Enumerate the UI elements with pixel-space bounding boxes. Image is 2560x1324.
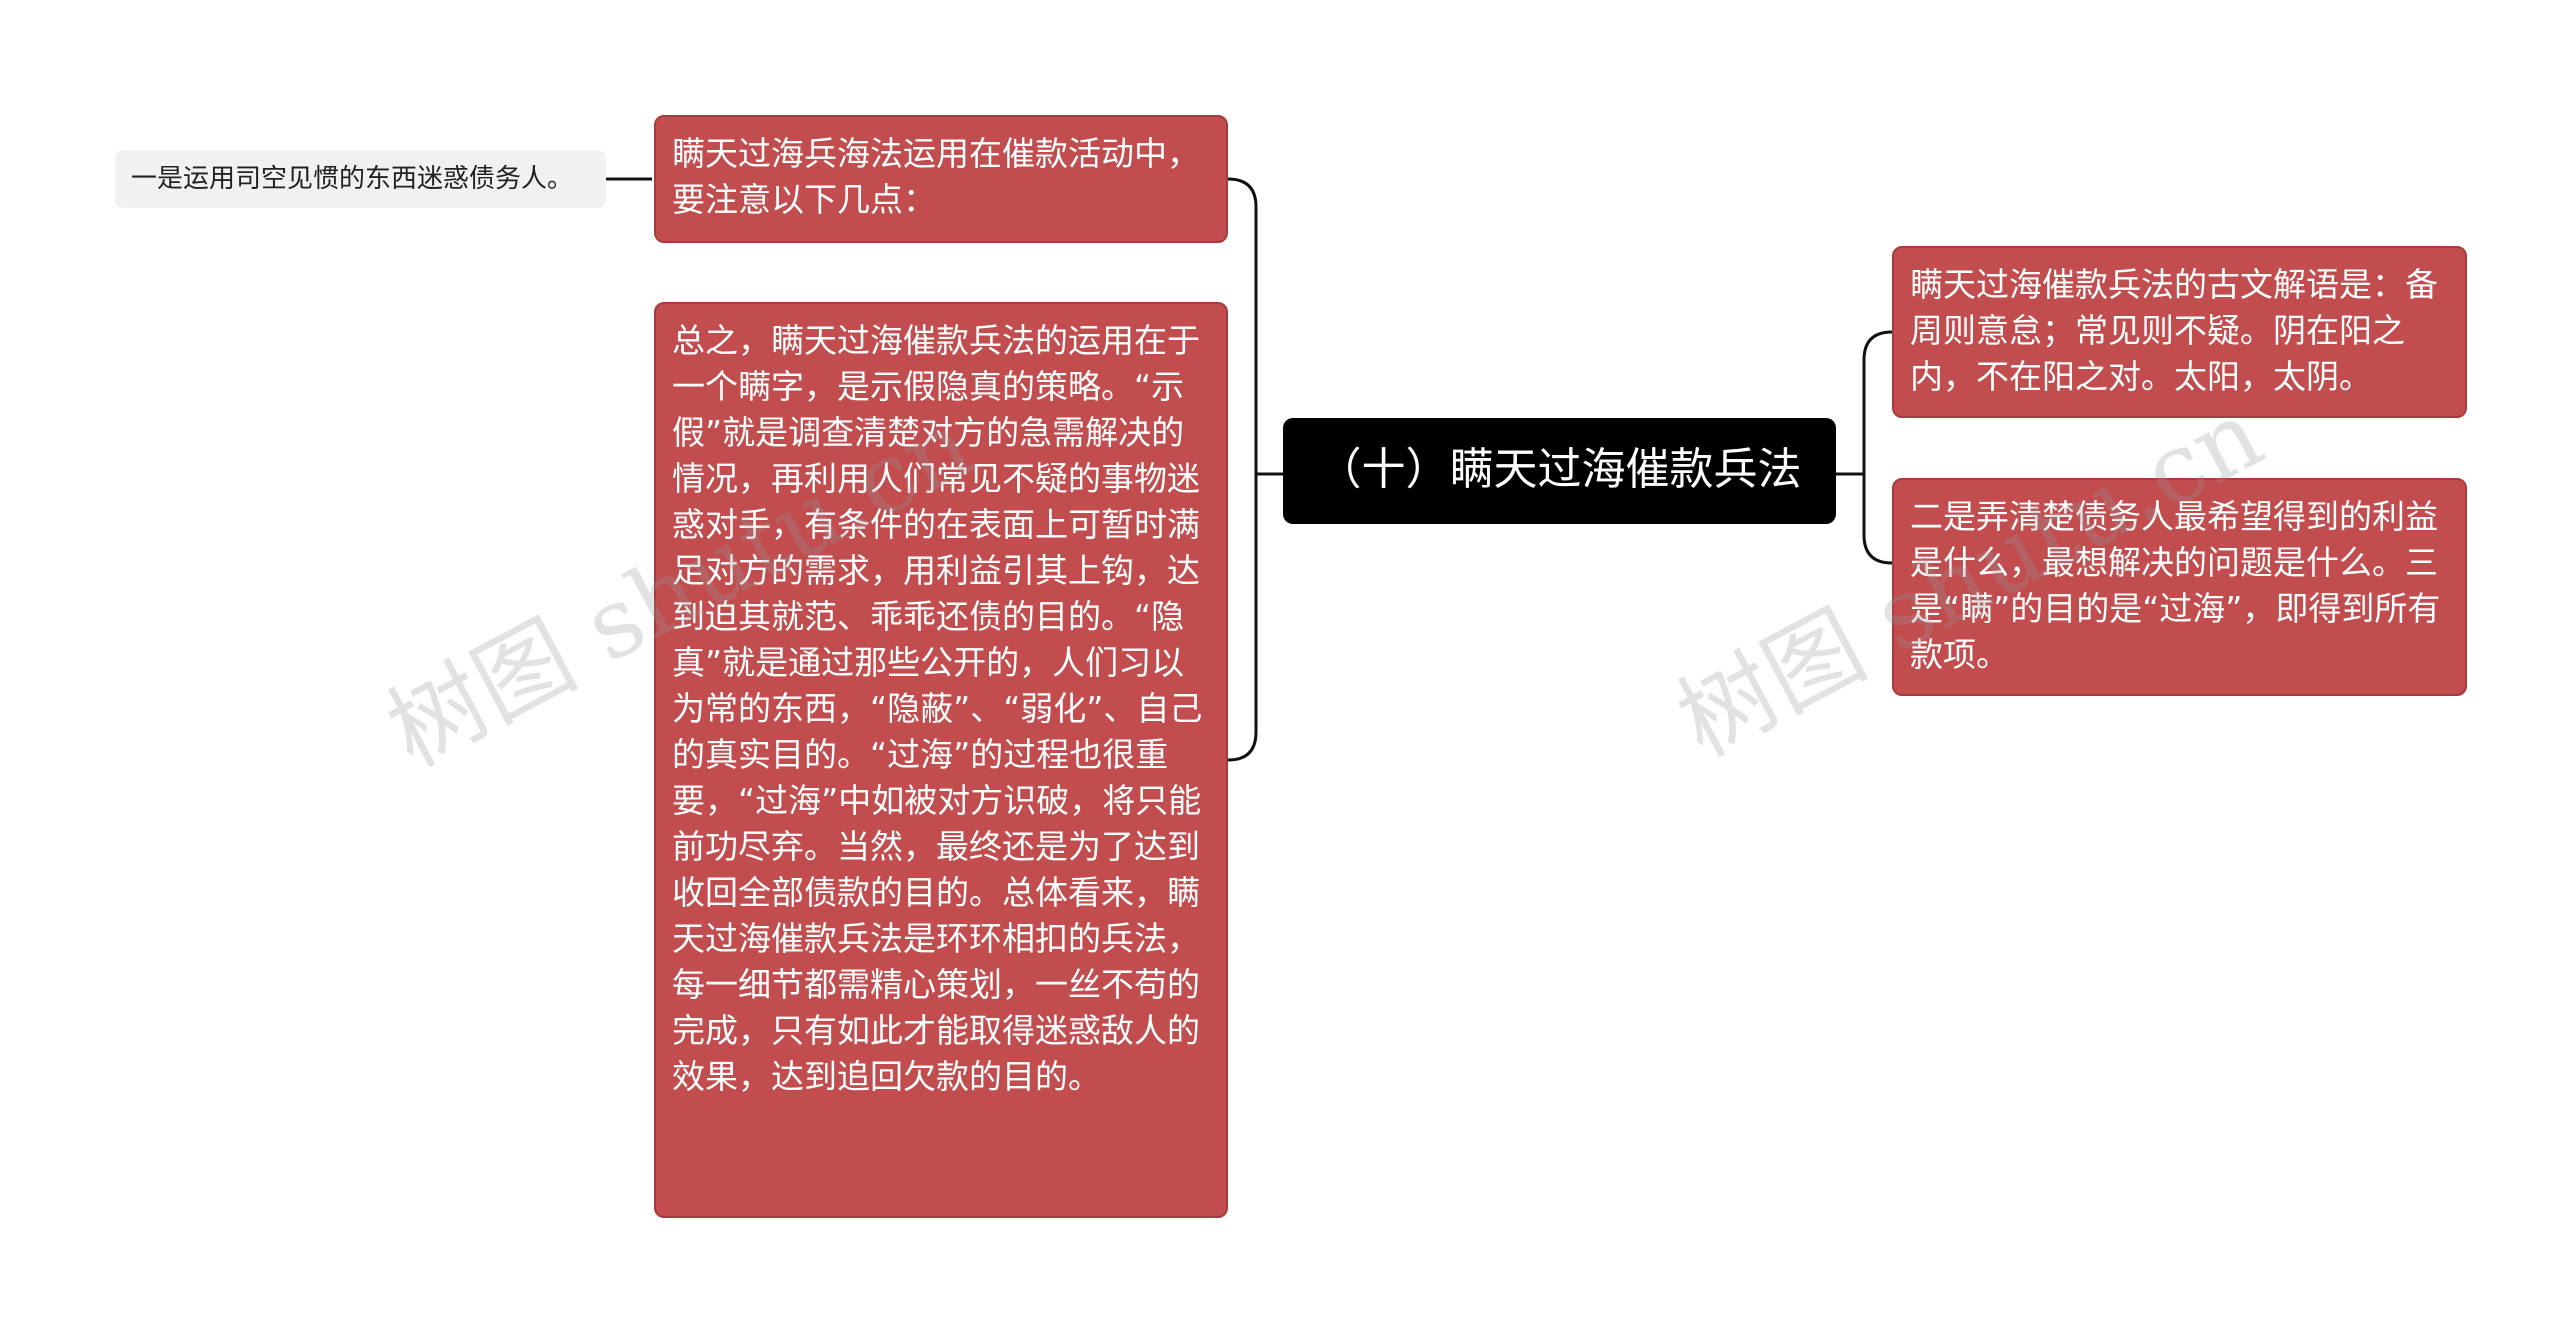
- connector-left-bracket: [1227, 177, 1258, 762]
- root-node[interactable]: （十）瞒天过海催款兵法: [1283, 418, 1836, 524]
- root-node-label: （十）瞒天过海催款兵法: [1317, 444, 1802, 495]
- left-branch-node-2[interactable]: 总之，瞒天过海催款兵法的运用在于一个瞒字，是示假隐真的策略。“示假”就是调查清楚…: [654, 302, 1228, 1218]
- right-branch-node-1-label: 瞒天过海催款兵法的古文解语是：备周则意怠；常见则不疑。阴在阳之内，不在阳之对。太…: [1910, 265, 2438, 396]
- left-branch-node-1[interactable]: 瞒天过海兵海法运用在催款活动中，要注意以下几点：: [654, 115, 1228, 243]
- leaf-node-label: 一是运用司空见惯的东西迷惑债务人。: [131, 164, 574, 194]
- right-branch-node-2-label: 二是弄清楚债务人最希望得到的利益是什么，最想解决的问题是什么。三是“瞒”的目的是…: [1910, 497, 2441, 674]
- right-branch-node-2[interactable]: 二是弄清楚债务人最希望得到的利益是什么，最想解决的问题是什么。三是“瞒”的目的是…: [1892, 478, 2467, 696]
- right-branch-node-1[interactable]: 瞒天过海催款兵法的古文解语是：备周则意怠；常见则不疑。阴在阳之内，不在阳之对。太…: [1892, 246, 2467, 418]
- leaf-node[interactable]: 一是运用司空见惯的东西迷惑债务人。: [115, 150, 606, 208]
- left-branch-node-1-label: 瞒天过海兵海法运用在催款活动中，要注意以下几点：: [672, 134, 1200, 219]
- connector-right-bracket: [1862, 330, 1893, 565]
- left-branch-node-2-label: 总之，瞒天过海催款兵法的运用在于一个瞒字，是示假隐真的策略。“示假”就是调查清楚…: [672, 321, 1203, 1096]
